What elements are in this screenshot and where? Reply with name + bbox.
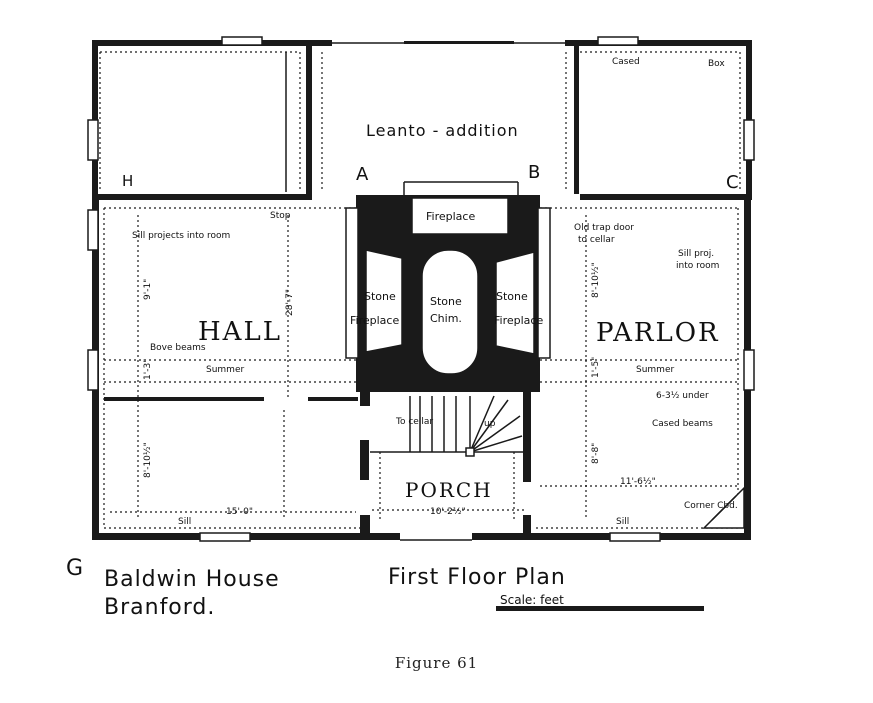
stone-chim-1: Stone <box>430 295 462 308</box>
note-cased-beams: Cased beams <box>652 419 713 429</box>
note-under: 6-3½ under <box>656 391 709 401</box>
figure-caption: Figure 61 <box>394 654 479 672</box>
dim-porch-width: 10'-2½" <box>430 507 466 517</box>
dim-hall-upper: 9'-1" <box>143 279 153 300</box>
dim-parlor-upper: 8'-10½" <box>591 262 601 298</box>
note-to-cellar: To cellar <box>395 417 433 427</box>
note-summer-right: Summer <box>636 365 674 375</box>
dim-hall-mid: 1'-3" <box>143 359 153 380</box>
main-house-walls <box>87 36 755 542</box>
house-name-line2: Branford. <box>104 595 215 620</box>
house-name-line1: Baldwin House <box>104 567 280 592</box>
parlor-label: PARLOR <box>596 318 720 348</box>
scale-label: Scale: feet <box>500 593 564 607</box>
hall-label: HALL <box>198 317 282 347</box>
dim-hall-height: 28'-7" <box>285 289 295 316</box>
leanto-label: Leanto - addition <box>366 121 519 140</box>
corner-h: H <box>122 172 133 190</box>
dim-hall-lower: 8'-10½" <box>143 442 153 478</box>
chimney-stack <box>345 181 551 392</box>
corner-cupboard <box>702 486 745 529</box>
note-old-trap-door: Old trap door <box>574 223 634 233</box>
dim-parlor-width: 11'-6½" <box>620 477 656 487</box>
corner-c: C <box>726 172 739 193</box>
dim-hall-width: 15'-0" <box>226 507 253 517</box>
note-sill-proj: Sill proj. <box>678 249 714 259</box>
note-summer-left: Summer <box>206 365 244 375</box>
note-sill-projects: Sill projects into room <box>132 231 230 241</box>
note-stop: Stop <box>270 211 291 221</box>
corner-a: A <box>356 164 369 185</box>
note-to-cellar-trap: to cellar <box>578 235 615 245</box>
note-sill-right: Sill <box>616 517 629 527</box>
note-sill-left: Sill <box>178 517 191 527</box>
plan-title: First Floor Plan <box>388 565 566 590</box>
stone-fireplace-right-1: Stone <box>496 290 528 303</box>
stone-chim-2: Chim. <box>430 312 462 325</box>
porch-label: PORCH <box>405 478 493 502</box>
note-box: Box <box>708 59 725 69</box>
stone-fireplace-left-1: Stone <box>364 290 396 303</box>
note-into-room: into room <box>676 261 719 271</box>
note-bove-beams: Bove beams <box>150 343 206 353</box>
corner-b: B <box>528 162 540 183</box>
leanto-walls <box>92 40 752 200</box>
note-cased: Cased <box>612 57 640 67</box>
note-up: up <box>484 419 496 429</box>
stair-hall <box>360 392 531 541</box>
fireplace-back-label: Fireplace <box>426 210 475 223</box>
stone-fireplace-left-2: Fireplace <box>350 314 399 327</box>
corner-g: G <box>66 556 83 581</box>
dim-parlor-mid: 1'-5" <box>591 357 601 378</box>
stone-fireplace-right-2: Fireplace <box>494 314 543 327</box>
scale-bar <box>496 606 704 611</box>
note-corner-cbd: Corner Cbd. <box>684 501 738 511</box>
dim-parlor-lower: 8'-8" <box>591 443 601 464</box>
